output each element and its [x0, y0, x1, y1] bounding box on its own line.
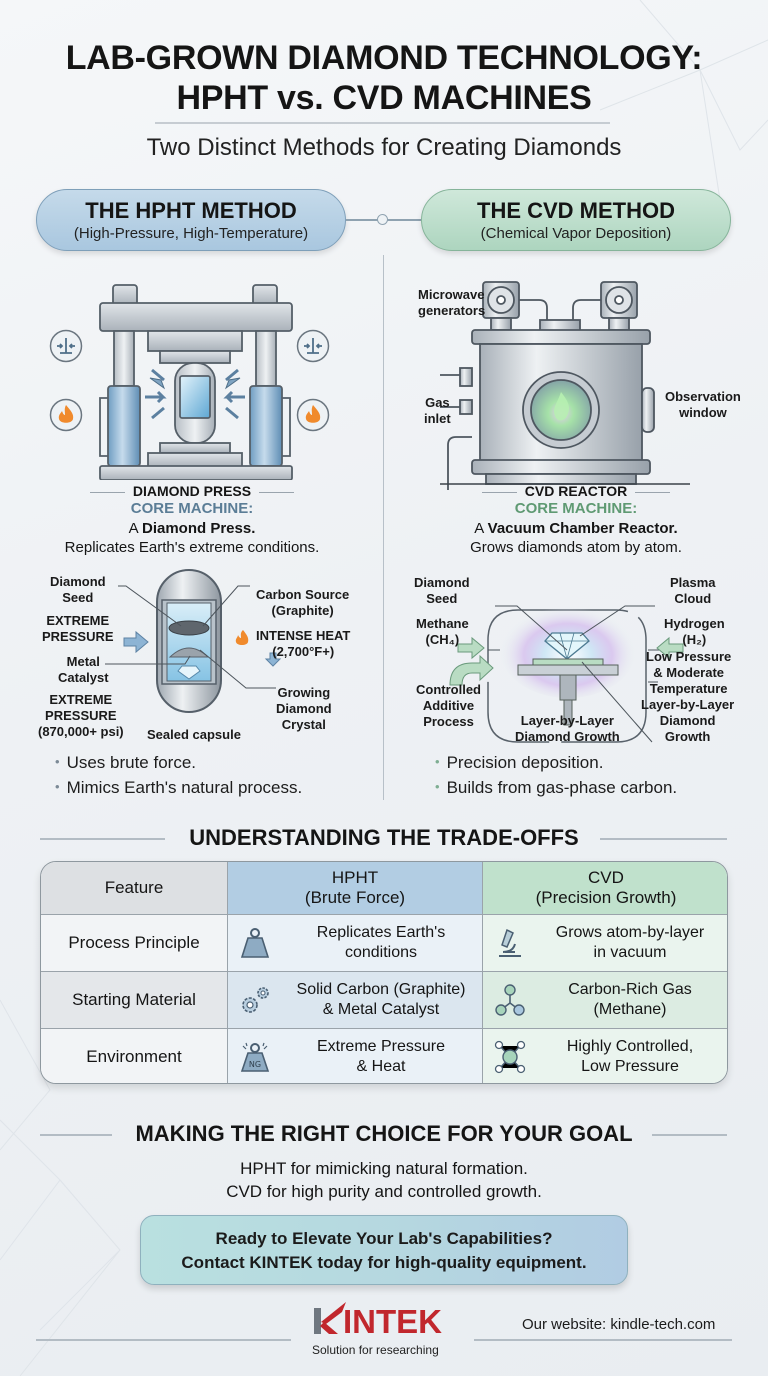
column-divider	[383, 255, 384, 800]
label-extreme-pressure-psi: EXTREME PRESSURE (870,000+ psi)	[38, 692, 124, 739]
svg-text:INTEK: INTEK	[343, 1303, 442, 1336]
cta-line-2: Contact KINTEK today for high-quality eq…	[181, 1253, 587, 1272]
label-growing-crystal: Growing Diamond Crystal	[276, 685, 332, 732]
section-rule	[40, 838, 165, 840]
label-observation-window: Observation window	[665, 389, 741, 420]
label-metal-catalyst: Metal Catalyst	[58, 654, 109, 685]
hpht-machine-name: DIAMOND PRESS	[42, 483, 342, 499]
cvd-machine-name: CVD REACTOR	[426, 483, 726, 499]
hpht-bullet: Mimics Earth's natural process.	[55, 775, 303, 800]
cvd-pill-title: THE CVD METHOD	[477, 198, 675, 223]
pill-connector-dot	[377, 214, 388, 225]
label-layer-growth-bottom: Layer-by-Layer Diamond Growth	[515, 713, 620, 744]
table-row: Starting Material Solid Carbon (Graphite…	[41, 972, 727, 1029]
label-diamond-seed: Diamond Seed	[50, 574, 106, 605]
hpht-bullet: Uses brute force.	[55, 750, 302, 775]
goal-line-cvd: CVD for high purity and controlled growt…	[226, 1182, 542, 1201]
label-cvd-diamond-seed: Diamond Seed	[414, 575, 470, 606]
gears-icon	[242, 987, 269, 1013]
cta-line-1: Ready to Elevate Your Lab's Capabilities…	[215, 1229, 553, 1248]
tradeoffs-heading: UNDERSTANDING THE TRADE-OFFS	[189, 825, 579, 850]
label-layer-growth-right: Layer-by-Layer Diamond Growth	[641, 697, 735, 744]
cvd-core-description: A Vacuum Chamber Reactor. Grows diamonds…	[470, 520, 682, 556]
svg-text:NG: NG	[249, 1060, 261, 1069]
microscope-icon	[499, 928, 521, 957]
title-divider	[155, 122, 610, 124]
row-hpht-value: Replicates Earth's conditions	[228, 915, 483, 971]
label-sealed-capsule: Sealed capsule	[147, 727, 241, 742]
row-hpht-value: Solid Carbon (Graphite) & Metal Catalyst	[228, 972, 483, 1028]
flame-icon	[296, 398, 330, 432]
row-cvd-value: Highly Controlled, Low Pressure	[483, 1029, 727, 1083]
logo-tagline: Solution for researching	[312, 1343, 439, 1357]
label-methane: Methane (CH₄)	[416, 616, 469, 647]
weight-icon	[240, 928, 270, 958]
flame-icon	[49, 398, 83, 432]
label-hydrogen: Hydrogen (H₂)	[664, 616, 725, 647]
label-gas-inlet: Gas inlet	[424, 395, 451, 426]
label-extreme-pressure: EXTREME PRESSURE	[42, 613, 114, 644]
cvd-bullet: Builds from gas-phase carbon.	[435, 775, 678, 800]
cvd-pill-subtitle: (Chemical Vapor Deposition)	[480, 225, 672, 242]
website-link[interactable]: Our website: kindle-tech.com	[522, 1316, 716, 1333]
label-controlled-additive: Controlled Additive Process	[416, 682, 481, 729]
cvd-core-label: CORE MACHINE:	[514, 500, 638, 517]
goal-heading: MAKING THE RIGHT CHOICE FOR YOUR GOAL	[135, 1121, 633, 1146]
hpht-bullet-list: Uses brute force. Mimics Earth's natural…	[55, 750, 303, 800]
hpht-method-badge: THE HPHT METHOD (High-Pressure, High-Tem…	[36, 189, 346, 251]
hpht-pill-title: THE HPHT METHOD	[85, 198, 297, 223]
pressure-icon	[49, 329, 83, 363]
title-line-1: LAB-GROWN DIAMOND TECHNOLOGY:	[65, 39, 703, 77]
pressure-icon	[296, 329, 330, 363]
comparison-table: Feature HPHT (Brute Force) CVD (Precisio…	[40, 861, 728, 1084]
label-plasma-cloud: Plasma Cloud	[670, 575, 716, 606]
row-feature: Process Principle	[41, 915, 228, 971]
goal-text: HPHT for mimicking natural formation. CV…	[0, 1157, 768, 1203]
goal-line-hpht: HPHT for mimicking natural formation.	[240, 1159, 528, 1178]
table-header-row: Feature HPHT (Brute Force) CVD (Precisio…	[41, 862, 727, 915]
table-row: Process Principle Replicates Earth's con…	[41, 915, 727, 972]
label-microwave-generators: Microwave generators	[418, 287, 486, 318]
section-rule	[40, 1134, 112, 1136]
network-molecule-icon	[494, 1040, 526, 1074]
kintek-logo[interactable]: INTEK Solution for researching	[312, 1300, 462, 1357]
footer-rule	[474, 1339, 732, 1341]
table-row: Environment NG Extreme Pressure & Heat H…	[41, 1029, 727, 1083]
molecule-icon	[495, 984, 525, 1016]
diamond-press-illustration	[99, 284, 293, 480]
footer-rule	[36, 1339, 291, 1341]
section-rule	[652, 1134, 727, 1136]
page-title: LAB-GROWN DIAMOND TECHNOLOGY: HPHT vs. C…	[0, 38, 768, 118]
kintek-logo-mark: INTEK	[314, 1302, 442, 1340]
cvd-reactor-illustration	[440, 281, 690, 490]
cvd-bullet: Precision deposition.	[435, 750, 677, 775]
heavy-weight-icon: NG	[240, 1042, 270, 1072]
sealed-capsule-diagram	[105, 569, 282, 713]
page-subtitle: Two Distinct Methods for Creating Diamon…	[146, 134, 622, 161]
label-low-pressure: Low Pressure & Moderate Temperature	[646, 649, 732, 696]
plasma-chamber-diagram	[449, 602, 684, 743]
row-feature: Starting Material	[41, 972, 228, 1028]
contact-cta-banner[interactable]: Ready to Elevate Your Lab's Capabilities…	[140, 1215, 628, 1285]
row-feature: Environment	[41, 1029, 228, 1083]
label-intense-heat: INTENSE HEAT (2,700°F+)	[256, 628, 351, 659]
title-line-2: HPHT vs. CVD MACHINES	[176, 79, 592, 117]
section-rule	[600, 838, 727, 840]
hpht-core-description: A Diamond Press. Replicates Earth's extr…	[64, 520, 320, 556]
row-cvd-value: Carbon-Rich Gas (Methane)	[483, 972, 727, 1028]
row-cvd-value: Grows atom-by-layer in vacuum	[483, 915, 727, 971]
cvd-method-badge: THE CVD METHOD (Chemical Vapor Depositio…	[421, 189, 731, 251]
hpht-pill-subtitle: (High-Pressure, High-Temperature)	[73, 225, 309, 242]
column-header-hpht: HPHT (Brute Force)	[228, 862, 483, 914]
column-header-feature: Feature	[41, 862, 228, 914]
row-hpht-value: NG Extreme Pressure & Heat	[228, 1029, 483, 1083]
label-carbon-source: Carbon Source (Graphite)	[256, 587, 350, 618]
column-header-cvd: CVD (Precision Growth)	[483, 862, 727, 914]
cvd-bullet-list: Precision deposition. Builds from gas-ph…	[435, 750, 678, 800]
hpht-core-label: CORE MACHINE:	[130, 500, 254, 517]
